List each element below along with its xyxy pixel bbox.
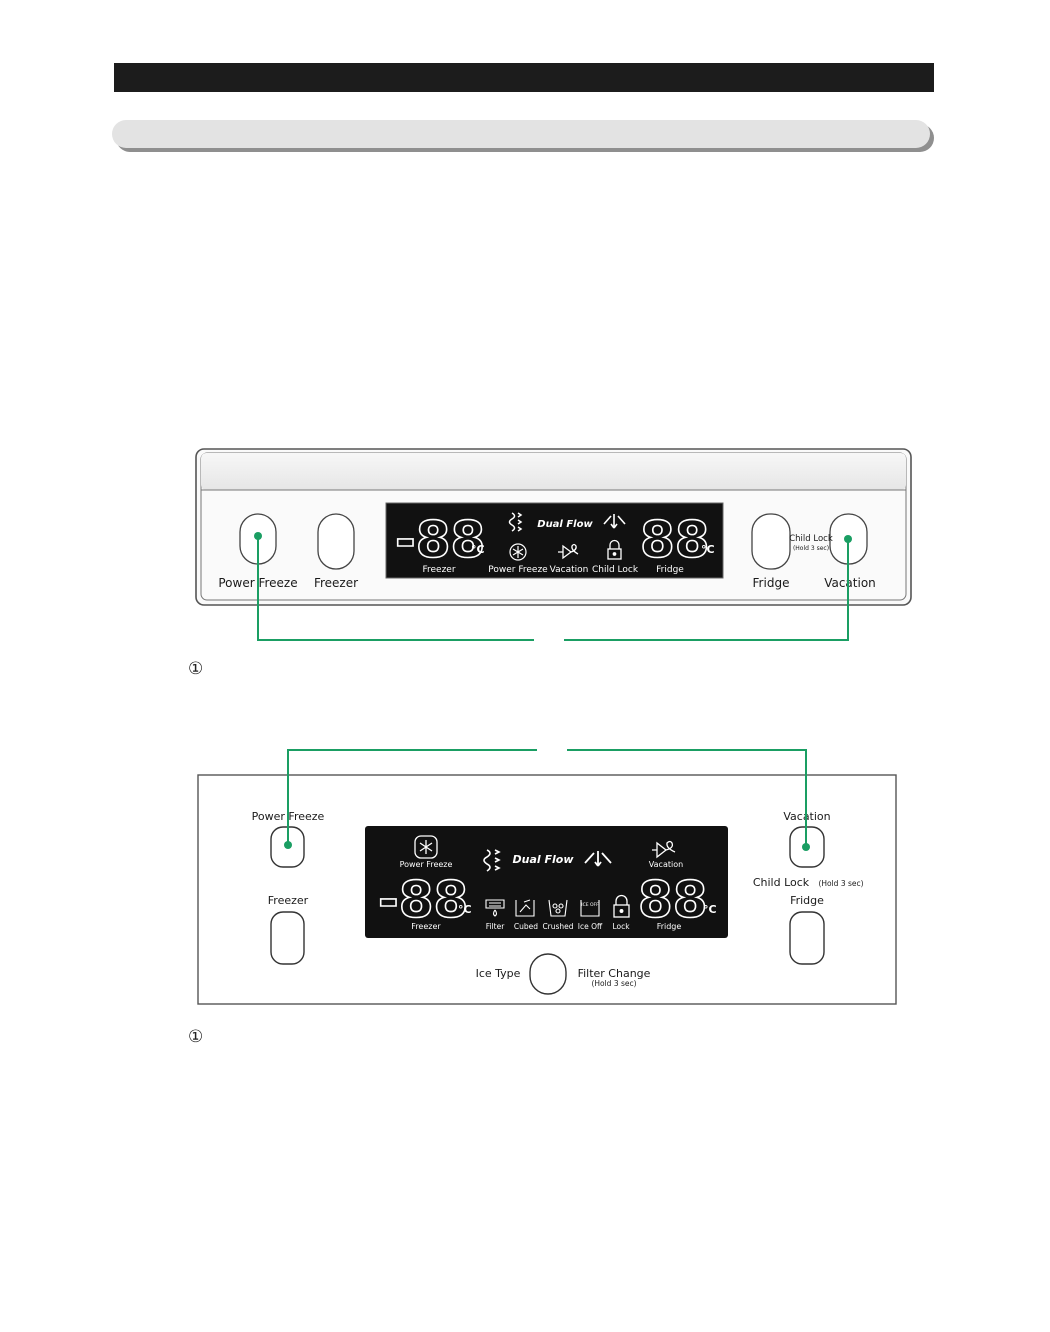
dual-flow-label: Dual Flow — [513, 853, 575, 866]
dual-flow-icon — [483, 849, 501, 872]
dual-flow-icon — [603, 514, 626, 529]
display-crushed-label: Crushed — [542, 922, 573, 931]
fridge-button[interactable] — [789, 911, 825, 965]
vacation-marker — [844, 535, 852, 543]
vacation-label: Vacation — [783, 810, 830, 823]
fridge-temp-unit: °C — [701, 543, 715, 556]
freezer-temp-unit: °C — [458, 903, 472, 916]
filter-change-label: Filter Change — [578, 967, 651, 980]
display-child-lock-label: Child Lock — [592, 565, 639, 575]
dual-flow-label: Dual Flow — [537, 519, 593, 530]
display-freezer-label: Freezer — [422, 565, 455, 575]
display-freezer-label: Freezer — [411, 922, 441, 931]
panel1-connector — [257, 537, 849, 641]
fridge-button[interactable] — [751, 513, 791, 570]
child-lock-label: Child Lock — [753, 876, 810, 889]
filter-icon — [485, 899, 505, 917]
display-filter-label: Filter — [486, 922, 505, 931]
display-cubed-label: Cubed — [514, 922, 538, 931]
display-fridge-label: Fridge — [657, 922, 682, 931]
lock-icon — [613, 894, 630, 918]
display-fridge-label: Fridge — [656, 565, 684, 575]
power-freeze-marker — [284, 841, 292, 849]
panel2-connector — [287, 749, 807, 846]
child-lock-hold-label: (Hold 3 sec) — [818, 879, 863, 888]
dual-flow-icon — [584, 851, 612, 867]
ice-off-icon — [580, 900, 600, 917]
note-marker-1: ① — [188, 659, 204, 679]
snowflake-icon — [414, 835, 438, 859]
display-ice-off-label: Ice Off — [578, 922, 603, 931]
crushed-ice-icon — [548, 899, 568, 917]
display-power-freeze-label: Power Freeze — [400, 860, 453, 869]
display-lock-label: Lock — [612, 922, 630, 931]
section-bar — [112, 120, 930, 148]
fridge-temp-unit: °C — [703, 903, 717, 916]
fridge-label: Fridge — [790, 894, 824, 907]
filter-change-hold-label: (Hold 3 sec) — [591, 979, 636, 988]
panel1-display — [385, 502, 724, 579]
dual-flow-icon — [508, 512, 523, 532]
vacation-plug-icon — [652, 840, 676, 859]
vacation-marker — [802, 843, 810, 851]
lock-icon — [607, 539, 622, 560]
ice-type-filter-change-button[interactable] — [529, 953, 567, 995]
note-marker-2: ① — [188, 1027, 204, 1047]
snowflake-icon — [509, 543, 527, 561]
display-vacation-label: Vacation — [649, 860, 683, 869]
vacation-plug-icon — [558, 543, 579, 560]
display-power-freeze-label: Power Freeze — [488, 565, 548, 575]
freezer-label: Freezer — [268, 894, 309, 907]
child-lock-hold-label: (Hold 3 sec) — [793, 545, 829, 552]
freezer-temp-digits: -88 — [378, 871, 468, 929]
freezer-label: Freezer — [314, 576, 358, 590]
freezer-temp-digits: -88 — [395, 511, 485, 569]
panel1-top-lip — [201, 453, 906, 490]
panel2: Power Freeze Freezer Vacation Child Lock… — [197, 749, 897, 1005]
freezer-button[interactable] — [317, 513, 355, 570]
display-vacation-label: Vacation — [550, 565, 589, 575]
child-lock-label: Child Lock — [789, 534, 833, 544]
fridge-temp-digits: 88 — [640, 511, 710, 569]
ice-type-label: Ice Type — [476, 967, 521, 980]
cubed-ice-icon — [515, 899, 535, 917]
freezer-button[interactable] — [270, 911, 305, 965]
panel1: Power Freeze Freezer Fridge Vacation Chi… — [195, 448, 912, 641]
panel2-display — [365, 826, 728, 938]
vacation-label: Vacation — [824, 576, 876, 590]
header-bar — [114, 63, 934, 92]
ice-off-icon-text: ICE OFF — [581, 902, 599, 908]
freezer-temp-unit: °C — [471, 543, 485, 556]
fridge-label: Fridge — [753, 576, 790, 590]
power-freeze-marker — [254, 532, 262, 540]
fridge-temp-digits: 88 — [638, 871, 708, 929]
